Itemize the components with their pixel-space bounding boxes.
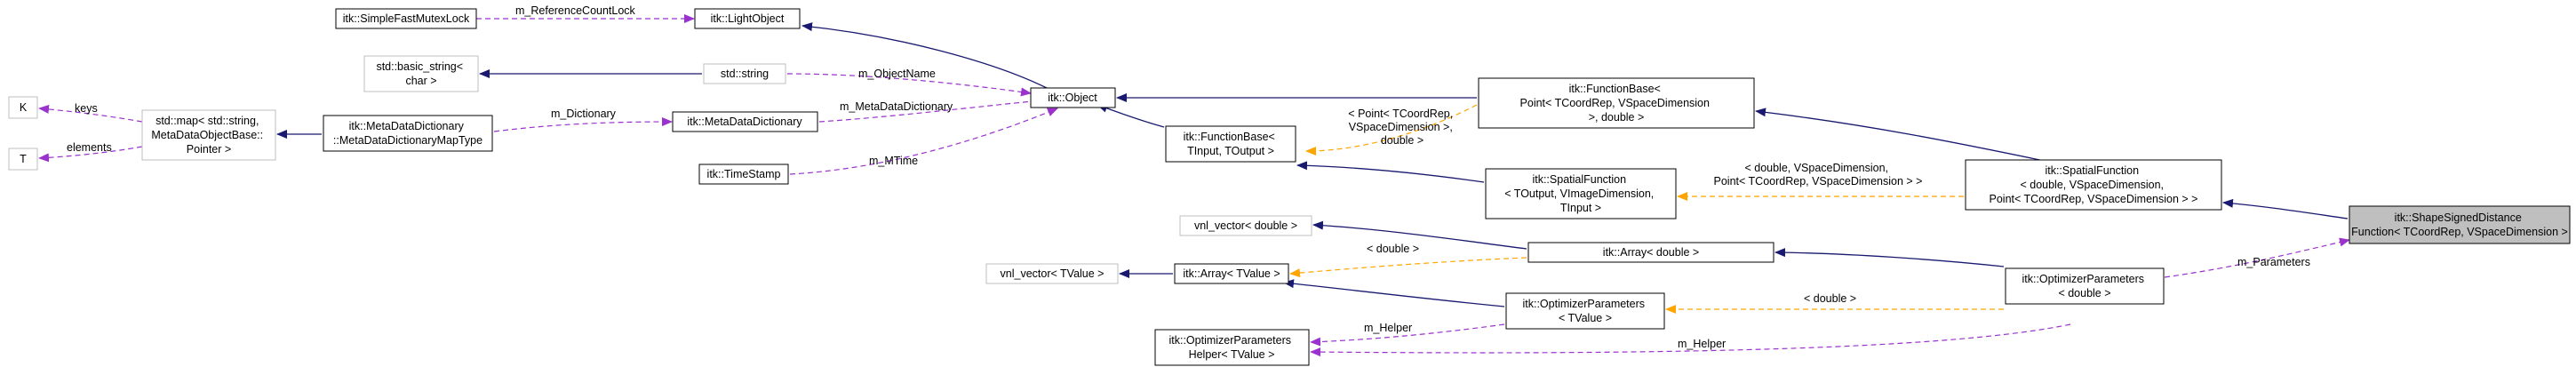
- node-object[interactable]: itk::Object: [1030, 87, 1116, 108]
- node-optimizer-parameters-double[interactable]: itk::OptimizerParameters < double >: [2005, 267, 2165, 305]
- edge-optdouble-to-helper: [1310, 323, 2071, 357]
- node-spatial-function-double[interactable]: itk::SpatialFunction < double, VSpaceDim…: [1965, 159, 2222, 211]
- edge-optdouble-to-arraydouble: [1774, 248, 2005, 267]
- edge-optparamsdouble-to-shape: [2164, 237, 2350, 278]
- node-optimizer-parameters-helper[interactable]: itk::OptimizerParameters Helper< TValue …: [1154, 329, 1310, 366]
- label-helper-bottom: m_Helper: [1678, 338, 1726, 350]
- svg-text:itk::SimpleFastMutexLock: itk::SimpleFastMutexLock: [343, 12, 470, 25]
- label-helper-top: m_Helper: [1364, 322, 1412, 334]
- svg-text:vnl_vector< TValue >: vnl_vector< TValue >: [1001, 267, 1105, 280]
- svg-text:itk::OptimizerParameters: itk::OptimizerParameters Helper< TValue …: [1168, 334, 1294, 361]
- svg-text:itk::MetaDataDictionary: itk::MetaDataDictionary ::MetaDataDictio…: [333, 120, 483, 147]
- svg-text:itk::FunctionBase< TIn: itk::FunctionBase< TInput, TOutput >: [1184, 131, 1279, 157]
- svg-text:itk::Array< double >: itk::Array< double >: [1603, 246, 1699, 259]
- edge-shape-to-spatialdouble: [2222, 198, 2349, 219]
- label-elements: elements: [67, 141, 112, 154]
- node-t[interactable]: T: [8, 148, 38, 171]
- label-object-name: m_ObjectName: [858, 68, 936, 80]
- label-keys: keys: [75, 102, 98, 115]
- node-vnl-vector-double[interactable]: vnl_vector< double >: [1179, 215, 1312, 236]
- node-function-base-point[interactable]: itk::FunctionBase< Point< TCoordRep, VSp…: [1478, 77, 1755, 129]
- svg-text:itk::SpatialFunction <: itk::SpatialFunction < double, VSpaceDim…: [1990, 164, 2198, 205]
- svg-text:itk::LightObject: itk::LightObject: [711, 12, 785, 25]
- svg-text:itk::SpatialFunction <: itk::SpatialFunction < TOutput, VImageDi…: [1504, 173, 1657, 214]
- edge-functionbasetinput-to-object: [1097, 103, 1165, 128]
- svg-text:itk::OptimizerParameters: itk::OptimizerParameters < TValue >: [1522, 298, 1647, 324]
- edge-arraydouble-to-vnldouble: [1312, 220, 1527, 250]
- node-function-base-tinput[interactable]: itk::FunctionBase< TInput, TOutput >: [1165, 125, 1296, 163]
- svg-text:std::string: std::string: [721, 68, 769, 80]
- node-vnl-vector-tvalue[interactable]: vnl_vector< TValue >: [985, 263, 1119, 284]
- node-array-tvalue[interactable]: itk::Array< TValue >: [1174, 263, 1289, 284]
- node-meta-data-dictionary[interactable]: itk::MetaDataDictionary: [672, 111, 818, 132]
- svg-text:std::map< std::string,: std::map< std::string, MetaDataObjectBas…: [151, 115, 266, 156]
- node-meta-data-dictionary-map-type[interactable]: itk::MetaDataDictionary ::MetaDataDictio…: [323, 115, 493, 152]
- edge-metadatadictionary-to-object: [818, 97, 1042, 123]
- label-double-array: < double >: [1367, 243, 1419, 255]
- node-k[interactable]: K: [8, 96, 38, 119]
- label-meta-data-dictionary: m_MetaDataDictionary: [840, 100, 953, 113]
- label-point-template: < Point< TCoordRep, VSpaceDimension >, d…: [1348, 108, 1455, 147]
- svg-text:vnl_vector< double >: vnl_vector< double >: [1194, 219, 1297, 232]
- edge-arraydouble-template: [1289, 257, 1527, 278]
- label-spatial-template: < double, VSpaceDimension, Point< TCoord…: [1714, 162, 1923, 187]
- node-time-stamp[interactable]: itk::TimeStamp: [698, 164, 789, 185]
- node-simple-fast-mutex-lock[interactable]: itk::SimpleFastMutexLock: [335, 8, 477, 29]
- svg-text:K: K: [20, 101, 28, 114]
- label-parameters: m_Parameters: [2237, 256, 2310, 268]
- svg-text:itk::ShapeSignedDistance: itk::ShapeSignedDistance Function< TCoor…: [2351, 211, 2568, 238]
- label-dictionary: m_Dictionary: [551, 108, 617, 120]
- svg-text:itk::FunctionBase< Poi: itk::FunctionBase< Point< TCoordRep, VSp…: [1520, 83, 1713, 124]
- edge-opttvalue-to-helper: [1310, 323, 1505, 347]
- edge-functionbasepoint-template: [1305, 104, 1478, 156]
- svg-text:itk::OptimizerParameters: itk::OptimizerParameters < double >: [2022, 273, 2147, 299]
- node-array-double[interactable]: itk::Array< double >: [1527, 242, 1774, 263]
- node-basic-string[interactable]: std::basic_string< char >: [363, 55, 479, 92]
- node-std-string[interactable]: std::string: [703, 63, 786, 84]
- edge-maptype-to-metadatadictionary: [493, 117, 673, 132]
- node-light-object[interactable]: itk::LightObject: [694, 8, 801, 29]
- label-reference-count-lock: m_ReferenceCountLock: [515, 4, 636, 17]
- svg-text:itk::Array< TValue >: itk::Array< TValue >: [1183, 267, 1280, 280]
- edge-spatialdouble-to-functionbasepoint: [1755, 108, 2054, 164]
- node-optimizer-parameters-tvalue[interactable]: itk::OptimizerParameters < TValue >: [1505, 292, 1665, 330]
- edge-spatialtoutput-to-functionbasetinput: [1296, 161, 1485, 183]
- node-std-map[interactable]: std::map< std::string, MetaDataObjectBas…: [141, 109, 276, 161]
- edge-object-to-lightobject: [802, 22, 1049, 90]
- label-mtime: m_MTime: [869, 155, 918, 167]
- svg-text:itk::Object: itk::Object: [1048, 92, 1097, 104]
- edge-stdmap-to-t: [38, 146, 143, 163]
- edge-opttvalue-to-arraytvalue: [1283, 279, 1505, 307]
- svg-text:itk::MetaDataDictionary: itk::MetaDataDictionary: [687, 116, 802, 128]
- svg-text:std::basic_string< cha: std::basic_string< char >: [376, 60, 466, 87]
- label-double-optimizer: < double >: [1804, 292, 1856, 305]
- node-spatial-function-toutput[interactable]: itk::SpatialFunction < TOutput, VImageDi…: [1485, 168, 1677, 219]
- svg-text:itk::TimeStamp: itk::TimeStamp: [707, 168, 781, 180]
- node-shape-signed-distance-function[interactable]: itk::ShapeSignedDistance Function< TCoor…: [2349, 205, 2571, 244]
- svg-text:T: T: [20, 153, 27, 165]
- edge-stdmap-to-k: [38, 104, 143, 123]
- edge-timestamp-to-object: [789, 108, 1058, 175]
